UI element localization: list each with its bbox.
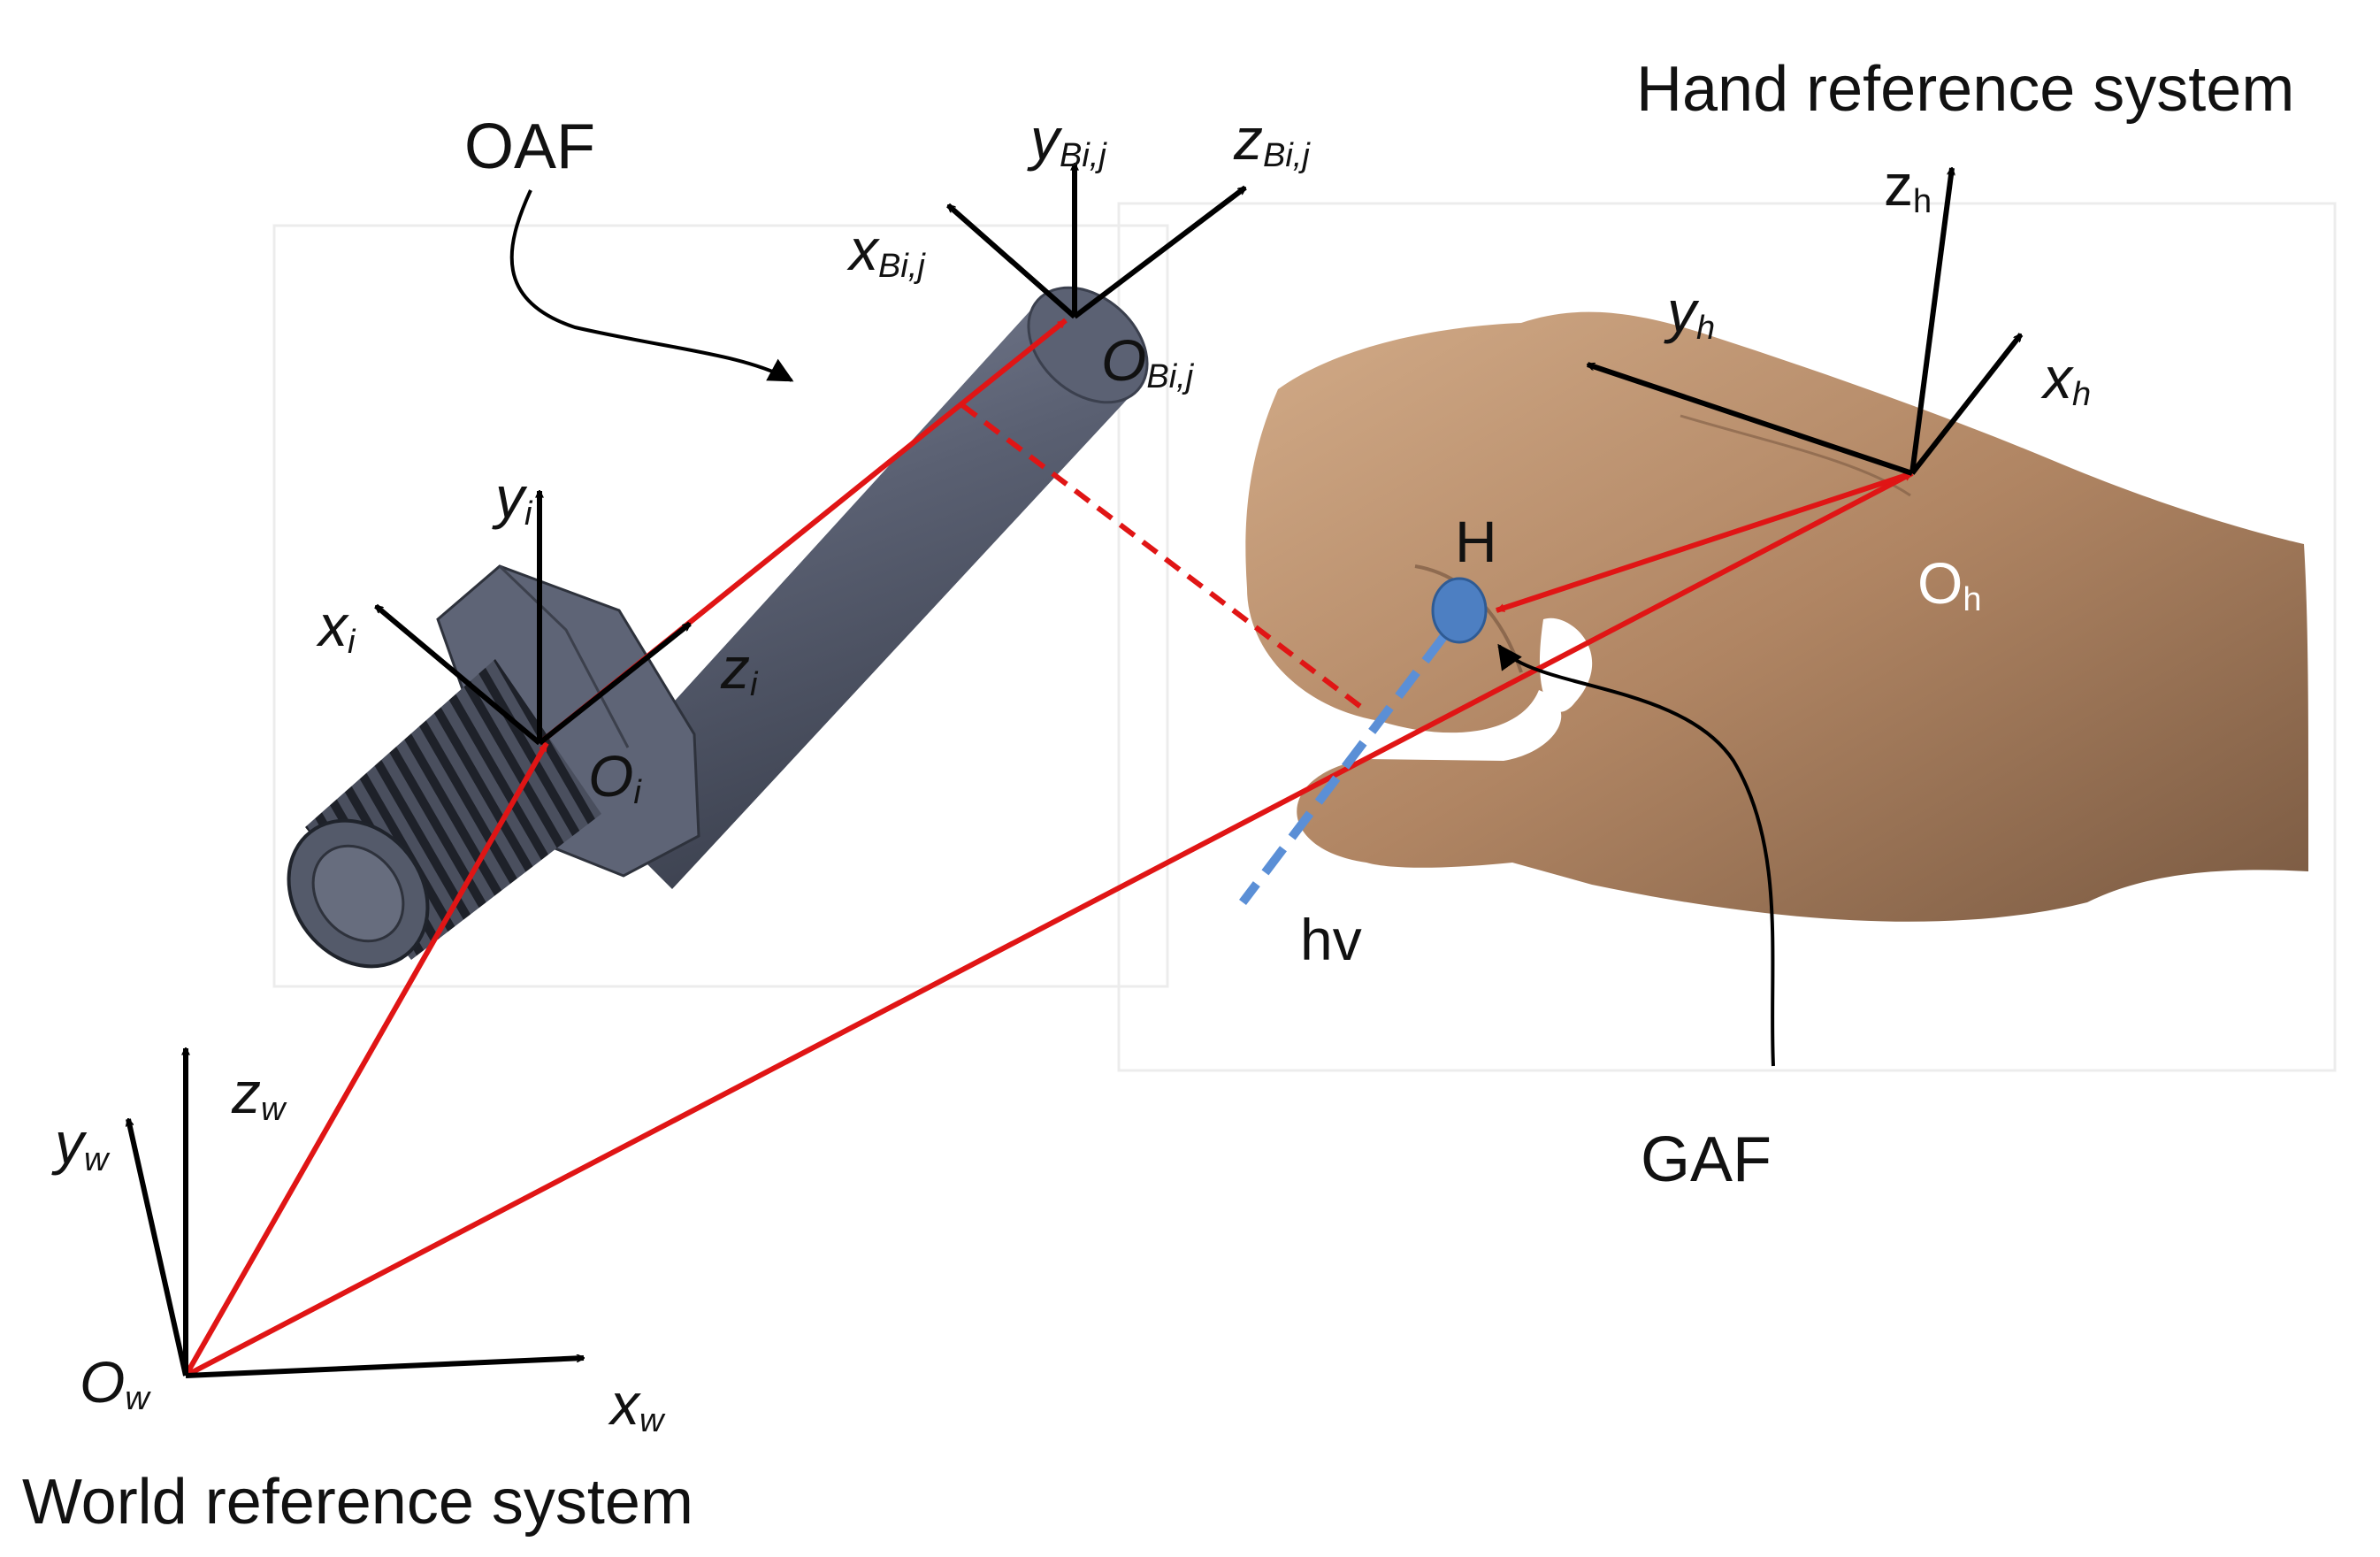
bolt-shaft-end: [1027, 286, 1149, 404]
hand-z-axis: [1909, 168, 1952, 474]
hand-reference-title: Hand reference system: [1636, 54, 2294, 125]
gaf-label: GAF: [1641, 1124, 1772, 1195]
hv-label: hv: [1300, 907, 1362, 972]
h-point-label: H: [1455, 509, 1497, 574]
object-x-axis: [374, 603, 541, 746]
bij-z-label: zBi,j: [1233, 106, 1311, 174]
bij-x-label: xBi,j: [846, 217, 926, 285]
hand-x-axis: [1909, 334, 2024, 475]
oaf-label: OAF: [464, 111, 595, 182]
hand-image: [1245, 311, 2308, 922]
object-z-axis: [538, 621, 690, 746]
hv-direction-line: [1239, 633, 1447, 906]
bij-axes: [946, 164, 1245, 319]
world-origin-label: Ow: [80, 1349, 151, 1417]
vector-world-to-object: [183, 741, 549, 1377]
bolt-object: [287, 286, 1149, 969]
hand-y-axis: [1588, 362, 1913, 476]
hand-shape: [1245, 311, 2308, 922]
world-axes: [128, 1048, 584, 1378]
hand-image-frame: [1117, 202, 2337, 1072]
object-axes: [374, 491, 690, 746]
world-y-label: yw: [51, 1110, 111, 1178]
hand-finger-gap: [1539, 617, 1593, 712]
world-x-label: xw: [608, 1371, 666, 1439]
bij-x-axis: [946, 203, 1076, 319]
vector-world-to-hand: [184, 471, 1914, 1378]
hand-y-label: yh: [1664, 279, 1715, 347]
world-reference-title: World reference system: [22, 1467, 693, 1538]
bolt-shaft: [584, 301, 1136, 889]
world-y-axis: [128, 1119, 188, 1377]
hand-z-label: zh: [1884, 152, 1932, 220]
hand-axes: [1588, 168, 2024, 476]
object-y-label: yi: [492, 464, 533, 533]
object-z-label: zi: [720, 635, 759, 703]
world-z-label: zw: [231, 1060, 287, 1128]
hand-origin-label: Oh: [1917, 550, 1981, 618]
h-point-marker: [1431, 577, 1488, 644]
vector-hand-to-h: [1496, 471, 1913, 613]
object-x-label: xi: [316, 593, 356, 661]
bij-z-axis: [1073, 185, 1245, 319]
gaf-callout-arrow: [1497, 643, 1775, 1067]
object-origin-label: Oi: [588, 743, 642, 811]
bij-y-label: yBi,j: [1027, 106, 1107, 174]
oaf-callout-arrow: [509, 189, 794, 382]
bij-origin-label: OBi,j: [1101, 327, 1195, 395]
hand-x-label: xh: [2040, 345, 2091, 413]
world-x-axis: [185, 1358, 584, 1378]
object-image-frame: [272, 224, 1169, 988]
